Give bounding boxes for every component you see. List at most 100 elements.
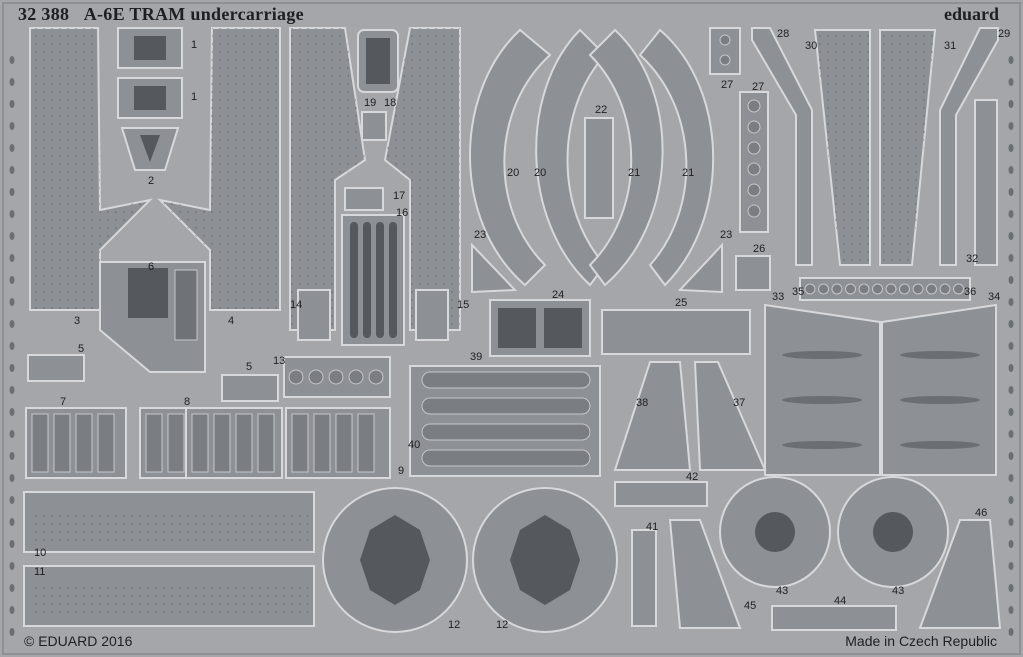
- hole: [831, 283, 843, 295]
- sprue-hole: [1008, 518, 1014, 526]
- sprue-hole: [1008, 210, 1014, 218]
- part-44: [771, 605, 897, 631]
- hole: [747, 162, 761, 176]
- sprue-hole: [9, 540, 15, 548]
- part-number-label: 25: [675, 297, 687, 309]
- door-slot: [782, 396, 862, 404]
- part-cell: [313, 413, 331, 473]
- slot-bar: [363, 222, 371, 338]
- hole: [953, 283, 964, 295]
- part-number-label: 24: [552, 289, 564, 301]
- part-cell: [167, 413, 185, 473]
- hole: [804, 283, 816, 295]
- sprue-hole: [1008, 562, 1014, 570]
- part-number-label: 27: [752, 81, 764, 93]
- sprue-hole: [9, 562, 15, 570]
- sprue-hole: [1008, 188, 1014, 196]
- sprue-hole: [9, 518, 15, 526]
- part-cell: [213, 413, 231, 473]
- part-cell: [357, 413, 375, 473]
- sprue-hole: [9, 386, 15, 394]
- sprue-hole: [1008, 320, 1014, 328]
- part-number-label: 32: [966, 253, 978, 265]
- sprue-hole: [1008, 496, 1014, 504]
- part-41: [631, 529, 657, 627]
- part-number-label: 38: [636, 397, 648, 409]
- part-number-label: 18: [384, 97, 396, 109]
- sprue-hole: [9, 276, 15, 284]
- sprue-hole: [9, 342, 15, 350]
- part-32: [974, 99, 998, 266]
- part-cell: [31, 413, 49, 473]
- sprue-hole: [9, 452, 15, 460]
- door-slot: [900, 351, 980, 359]
- hole: [912, 283, 924, 295]
- sprue-hole: [1008, 452, 1014, 460]
- part-number-label: 35: [792, 286, 804, 298]
- hole: [747, 99, 761, 113]
- door-slot: [900, 396, 980, 404]
- part-number-label: 34: [988, 291, 1000, 303]
- door-33: [764, 303, 881, 476]
- sprue-hole: [1008, 122, 1014, 130]
- hole: [747, 204, 761, 218]
- sprue-hole: [1008, 408, 1014, 416]
- sprue-hole: [9, 474, 15, 482]
- part-18: [361, 111, 387, 141]
- part-28: [751, 27, 813, 266]
- part-number-label: 4: [228, 315, 234, 327]
- hex-nut: [328, 369, 344, 385]
- part-number-label: 45: [744, 600, 756, 612]
- sprue-hole: [1008, 166, 1014, 174]
- sprue-hole: [9, 100, 15, 108]
- sheet-title: 32 388 A-6E TRAM undercarriage: [18, 4, 304, 25]
- parts-7-8-9: [25, 407, 391, 479]
- part-21a: [588, 28, 664, 287]
- sprue-hole: [1008, 254, 1014, 262]
- long-slot: [421, 397, 591, 415]
- part-1a: [117, 27, 183, 69]
- sprue-hole: [1008, 298, 1014, 306]
- part-number-label: 5: [78, 343, 84, 355]
- sprue-hole: [9, 78, 15, 86]
- sprue-hole: [9, 298, 15, 306]
- sprue-hole: [1008, 540, 1014, 548]
- sprue-hole: [1008, 232, 1014, 240]
- part-number-label: 26: [753, 243, 765, 255]
- door-34: [881, 303, 997, 476]
- part-number-label: 29: [998, 28, 1010, 40]
- part-5b: [221, 374, 279, 402]
- part-number-label: 42: [686, 471, 698, 483]
- sheet-title-text: A-6E TRAM undercarriage: [83, 4, 304, 24]
- part-number-label: 20: [507, 167, 519, 179]
- part-23b: [677, 242, 723, 294]
- copyright-text: © EDUARD 2016: [24, 633, 133, 649]
- hole: [747, 183, 761, 197]
- part-number-label: 23: [720, 229, 732, 241]
- hole: [719, 34, 731, 46]
- part-number-label: 27: [721, 79, 733, 91]
- part-number-label: 20: [534, 167, 546, 179]
- door-slot: [782, 441, 862, 449]
- sprue-hole: [9, 232, 15, 240]
- part-cell: [235, 413, 253, 473]
- part-number-label: 46: [975, 507, 987, 519]
- part-number-label: 9: [398, 465, 404, 477]
- hex-nut: [348, 369, 364, 385]
- door-slot: [900, 441, 980, 449]
- part-number-label: 40: [408, 439, 420, 451]
- part-number-label: 43: [776, 585, 788, 597]
- hex-nut: [308, 369, 324, 385]
- part-number-label: 16: [396, 207, 408, 219]
- hole: [845, 283, 856, 295]
- sprue-hole: [1008, 606, 1014, 614]
- brand-logo: eduard: [943, 4, 999, 24]
- sprue-hole: [1008, 628, 1014, 636]
- part-number-label: 8: [184, 396, 190, 408]
- part-42: [614, 481, 708, 507]
- sprue-hole: [9, 496, 15, 504]
- part-number-label: 36: [964, 286, 976, 298]
- part-number-label: 28: [777, 28, 789, 40]
